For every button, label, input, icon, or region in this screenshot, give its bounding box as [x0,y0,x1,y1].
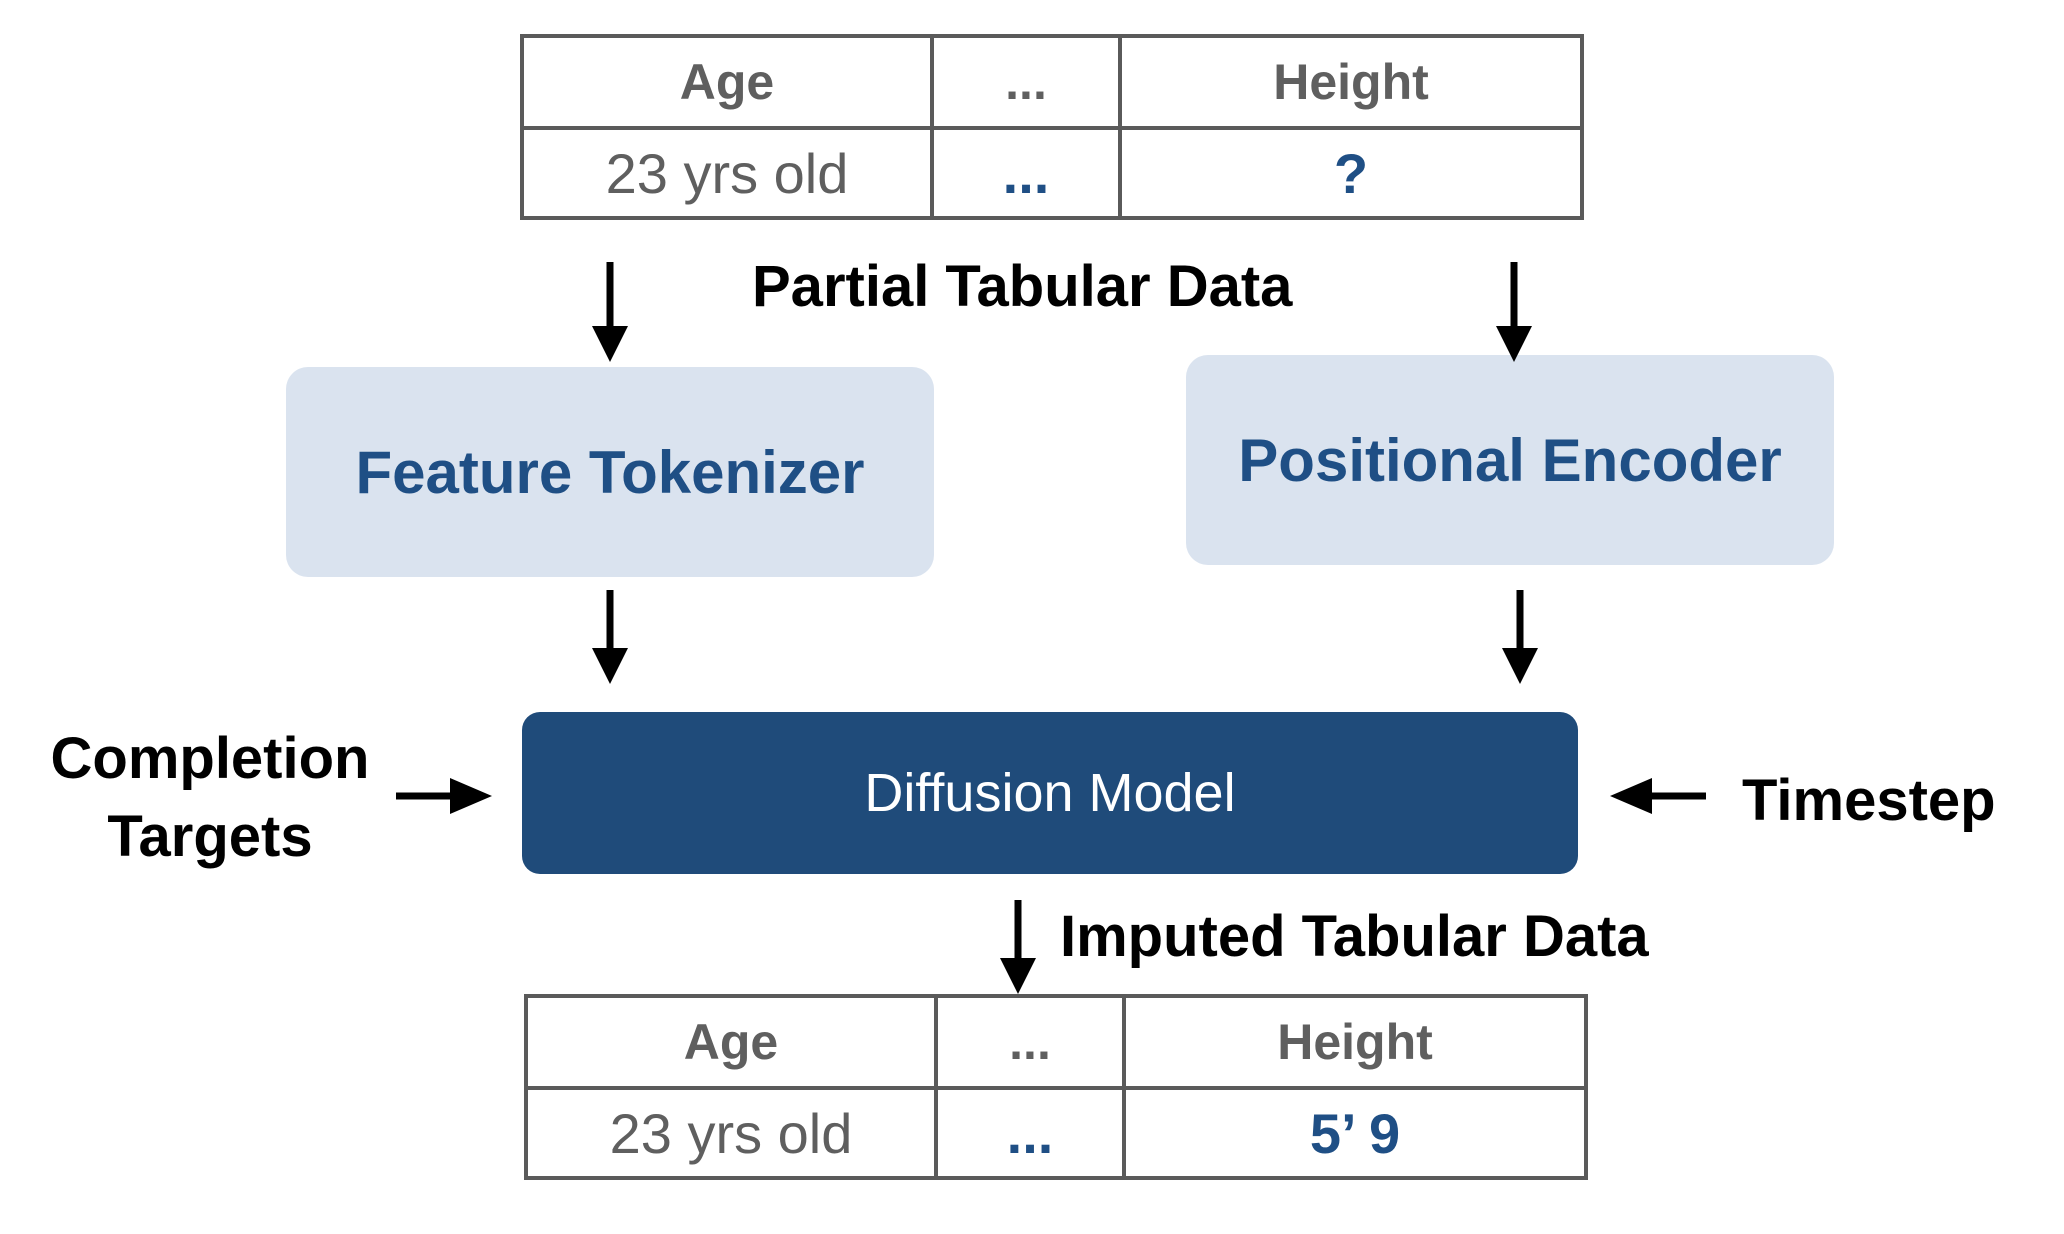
completion-targets-label: Completion Targets [30,720,390,876]
output-table-header-row: Age ... Height [524,994,1588,1090]
output-header-height: Height [1122,994,1588,1090]
arrow-encoder-to-diffusion-head [1502,648,1538,684]
input-header-ellipsis: ... [930,34,1122,130]
input-table: Age ... Height 23 yrs old ... ? [520,34,1584,220]
partial-tabular-data-label: Partial Tabular Data [752,254,1293,319]
completion-targets-line1: Completion [50,726,370,791]
input-table-header-row: Age ... Height [520,34,1584,130]
imputed-tabular-data-label: Imputed Tabular Data [1060,904,1649,969]
feature-tokenizer-box: Feature Tokenizer [286,367,934,577]
arrow-timestep-to-diffusion-head [1610,778,1652,814]
arrow-diffusion-to-output-head [1000,958,1036,994]
arrow-tokenizer-to-diffusion-head [592,648,628,684]
diffusion-model-box: Diffusion Model [522,712,1578,874]
output-value-age: 23 yrs old [524,1086,938,1180]
input-value-ellipsis: ... [930,126,1122,220]
output-value-ellipsis: ... [934,1086,1126,1180]
input-header-height: Height [1118,34,1584,130]
output-table: Age ... Height 23 yrs old ... 5’ 9 [524,994,1588,1180]
output-value-height: 5’ 9 [1122,1086,1588,1180]
input-table-value-row: 23 yrs old ... ? [520,126,1584,220]
arrow-completion-to-diffusion-head [450,778,492,814]
output-table-value-row: 23 yrs old ... 5’ 9 [524,1086,1588,1180]
completion-targets-line2: Targets [107,804,313,869]
timestep-label: Timestep [1742,768,1996,833]
input-header-age: Age [520,34,934,130]
output-header-age: Age [524,994,938,1090]
input-value-age: 23 yrs old [520,126,934,220]
arrow-table-to-tokenizer-head [592,326,628,362]
input-value-height: ? [1118,126,1584,220]
positional-encoder-box: Positional Encoder [1186,355,1834,565]
output-header-ellipsis: ... [934,994,1126,1090]
